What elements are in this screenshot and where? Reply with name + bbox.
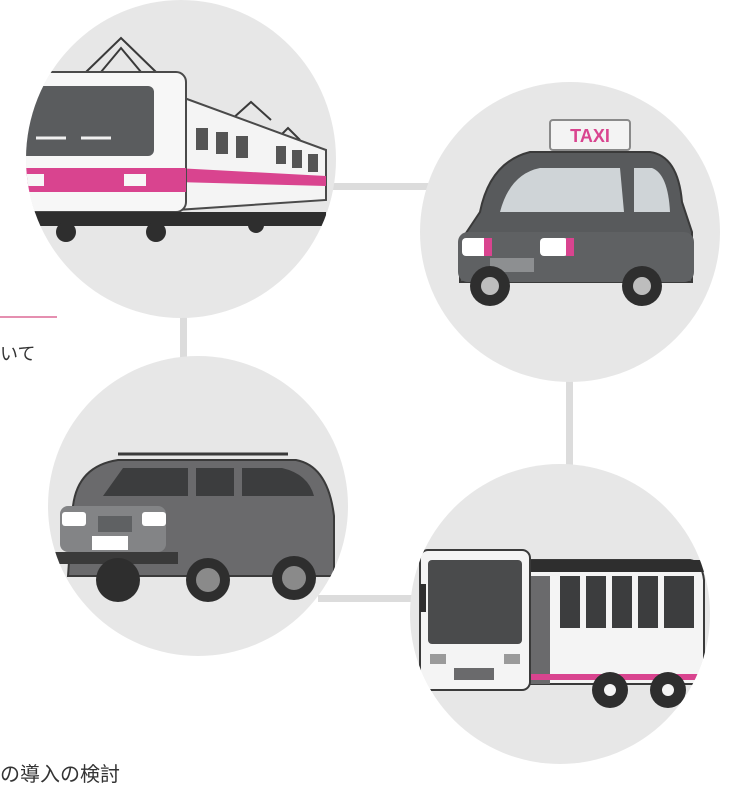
taxi-sign: TAXI [570,126,610,146]
connector-suv-bus [318,595,428,602]
train-icon [26,36,327,242]
connector-train-suv [180,300,187,390]
bottom-text-fragment: の導入の検討 [0,762,120,786]
connector-train-taxi [312,183,442,190]
suv-circle [48,356,348,656]
bus-icon [419,549,705,708]
bus-circle [410,464,710,764]
connector-taxi-bus [566,356,573,466]
taxi-icon: TAXI [458,119,694,306]
accent-line [0,316,57,318]
text-fragment: いて [0,344,36,365]
train-circle [26,0,336,318]
taxi-circle: TAXI [420,82,720,382]
suv-icon [48,452,335,602]
